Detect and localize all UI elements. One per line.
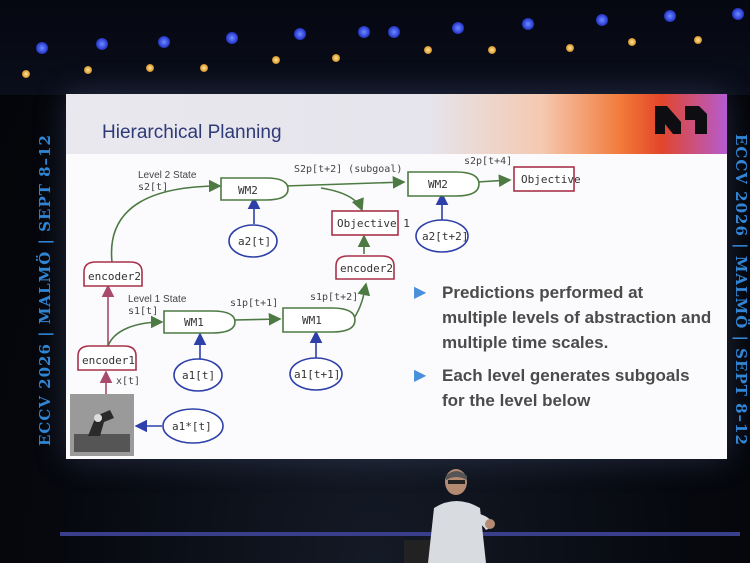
stage-light: [332, 54, 340, 62]
wm2-label: WM2: [428, 178, 448, 191]
action-a1star-node: [162, 408, 224, 444]
stage-light: [294, 28, 306, 40]
edge-wm2-wm2: [284, 175, 406, 189]
stage-light: [96, 38, 108, 50]
action-a2t2-node: [415, 219, 469, 253]
wm2-node: [220, 177, 289, 201]
encoder2-label: encoder2: [88, 270, 141, 283]
triangle-bullet-icon: ▶: [414, 284, 427, 301]
lighting-truss: [0, 0, 750, 95]
wm2-label: WM2: [238, 184, 258, 197]
encoder2-node: [83, 261, 143, 287]
edge-wm1-encoder2: [353, 282, 371, 319]
objective-node: [513, 166, 575, 192]
encoder2-node: [335, 255, 395, 280]
stage-light: [158, 36, 170, 48]
edge-wm1-wm1: [233, 312, 282, 326]
objective-label: Objective: [521, 173, 581, 186]
stage-light: [732, 8, 744, 20]
action-a1star-label: a1*[t]: [172, 420, 212, 433]
wm1-label: WM1: [184, 316, 204, 329]
bullet-list: ▶ Predictions performed at multiple leve…: [414, 280, 714, 421]
s2p-t4-label: s2p[t+4]: [464, 156, 512, 167]
stage-light: [22, 70, 30, 78]
wm2-node: [407, 171, 480, 197]
slide-title-bar: [66, 94, 727, 154]
action-a1t-node: [173, 358, 223, 392]
level1-state-label: Level 1 State: [128, 294, 187, 305]
triangle-bullet-icon: ▶: [414, 367, 427, 384]
edge-encoder2-wm2: [110, 179, 222, 263]
stage-light: [596, 14, 608, 26]
action-a2t-node: [228, 224, 278, 258]
conference-banner-right: ECCV 2026 | MALMÖ | SEPT 8–12: [732, 134, 750, 446]
stage-light: [226, 32, 238, 44]
stage-light: [628, 38, 636, 46]
s2t-label: s2[t]: [138, 182, 168, 193]
speaker-person: [428, 469, 495, 563]
x-input-label: x[t]: [116, 376, 140, 387]
objective1-label: Objective 1: [337, 217, 410, 230]
action-a2t-label: a2[t]: [238, 235, 271, 248]
bullet-item: ▶ Each level generates subgoals for the …: [414, 363, 714, 413]
encoder1-label: encoder1: [82, 354, 135, 367]
stage-light: [424, 46, 432, 54]
projection-screen: Hierarchical Planning WM2 WM2: [66, 94, 727, 459]
stage-light: [146, 64, 154, 72]
stage-light: [272, 56, 280, 64]
bullet-text: Predictions performed at multiple levels…: [442, 283, 712, 352]
s1p-t2-label: s1p[t+2]: [310, 292, 358, 303]
stage-light: [522, 18, 534, 30]
s1p-t1-label: s1p[t+1]: [230, 298, 278, 309]
edge-encoder1-wm1: [107, 315, 164, 347]
stage-light: [694, 36, 702, 44]
bullet-text: Each level generates subgoals for the le…: [442, 366, 690, 410]
stage-light: [36, 42, 48, 54]
stage-light: [566, 44, 574, 52]
stage-edge-light: [60, 532, 740, 536]
action-a1t1-label: a1[t+1]: [294, 368, 340, 381]
edge-wm2-objective: [476, 174, 512, 188]
wm1-node: [282, 307, 356, 333]
level2-state-label: Level 2 State: [138, 170, 197, 181]
stage-light: [488, 46, 496, 54]
stage-light: [452, 22, 464, 34]
stage-light: [388, 26, 400, 38]
hierarchical-planning-diagram: WM2 WM2 Objective Objective 1 a2[t] a2[t…: [77, 156, 581, 444]
stage-light: [84, 66, 92, 74]
conference-banner-left: ECCV 2026 | MALMÖ | SEPT 8–12: [36, 134, 54, 446]
stage-light: [664, 10, 676, 22]
stage-light: [200, 64, 208, 72]
meta-logo-icon: [655, 106, 707, 134]
action-a1t-label: a1[t]: [182, 369, 215, 382]
wm1-node: [163, 310, 236, 334]
objective1-node: [331, 210, 399, 236]
s1t-label: s1[t]: [128, 306, 158, 317]
encoder2-label: encoder2: [340, 262, 393, 275]
robot-arm-photo: [70, 394, 134, 456]
s2p-t2-label: S2p[t+2] (subgoal): [294, 164, 402, 175]
slide-title: Hierarchical Planning: [102, 122, 282, 143]
action-a1t1-node: [289, 357, 343, 391]
encoder1-node: [77, 345, 137, 371]
bullet-item: ▶ Predictions performed at multiple leve…: [414, 280, 714, 355]
edge-wm2-objective1: [320, 187, 364, 212]
stage-light: [358, 26, 370, 38]
wm1-label: WM1: [302, 314, 322, 327]
action-a2t2-label: a2[t+2]: [422, 230, 468, 243]
